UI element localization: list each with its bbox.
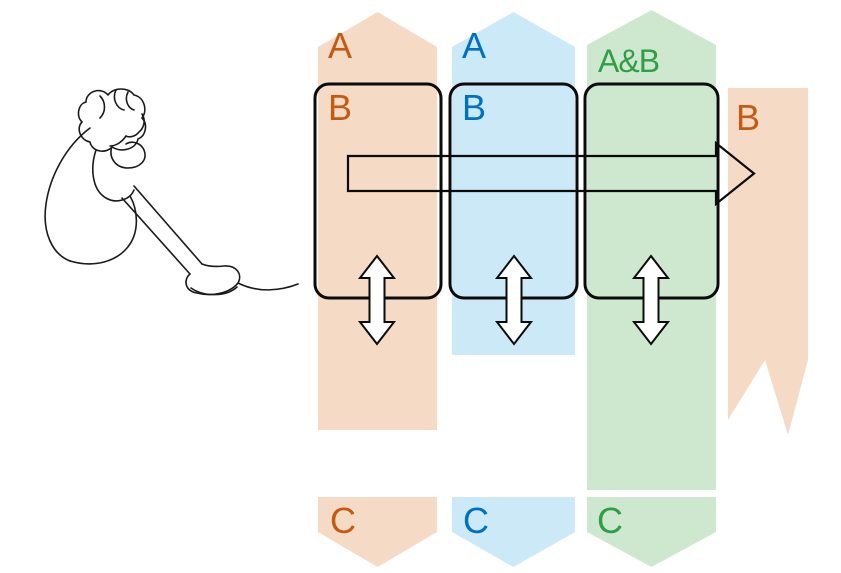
person-back-line [44, 127, 91, 262]
blue-stream-band [452, 12, 575, 355]
person-line-art [44, 88, 299, 296]
label-col2-bottom: C [463, 500, 489, 541]
green-stream-band [587, 10, 716, 490]
person-shin-lines [121, 185, 203, 275]
horizontal-flow-arrow-icon [346, 140, 756, 207]
updown-arrow-2-icon [494, 254, 534, 346]
person-arm-folded [92, 149, 135, 202]
person-trailing-line [237, 282, 299, 291]
label-col3-bottom: C [597, 500, 623, 541]
person-hair-strokes [99, 89, 135, 119]
label-col1-bottom: C [330, 500, 356, 541]
label-col2-box: B [462, 87, 486, 128]
label-col3-top: A&B [598, 43, 659, 79]
updown-arrows [357, 254, 671, 346]
person-arm-up [110, 141, 146, 169]
label-col2-top: A [462, 25, 486, 66]
label-col1-top: A [328, 25, 352, 66]
stream-bands [318, 10, 808, 567]
updown-arrow-1-icon [357, 254, 397, 346]
label-col1-box: B [328, 87, 352, 128]
labels: A A A&B B B B C C C [328, 25, 760, 541]
blue-bottom-chevron [452, 497, 575, 567]
orange-bottom-chevron [318, 497, 437, 567]
person-face-line [109, 113, 145, 147]
person-head-outline [77, 88, 147, 152]
right-output-band [728, 88, 808, 435]
person-shoe-sole [190, 286, 238, 296]
updown-arrow-3-icon [631, 254, 671, 346]
label-right-band: B [736, 97, 760, 138]
green-bottom-chevron [587, 497, 716, 567]
person-thigh-line [69, 195, 138, 265]
orange-stream-band [318, 12, 437, 430]
